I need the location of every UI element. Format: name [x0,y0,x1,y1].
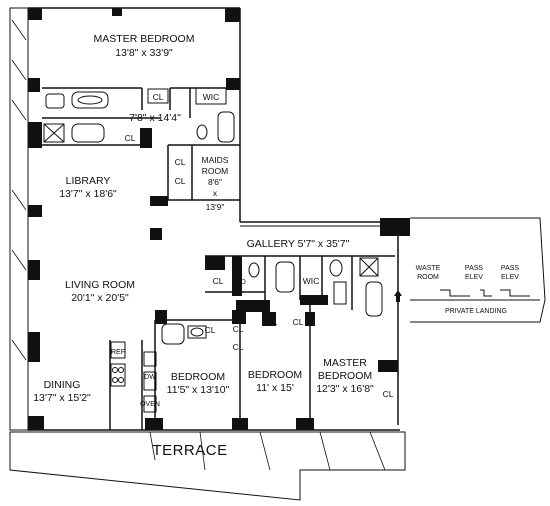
closet-label: CL [293,317,304,327]
bedroom-1-name: BEDROOM [171,371,225,383]
waste-room-label-2: ROOM [417,274,439,281]
room-labels: MASTER BEDROOM 13'8" x 33'9" 7'8" x 14'4… [33,33,374,404]
refrigerator-label: REF [111,349,125,356]
master-bedroom-1-dims: 13'8" x 33'9" [115,47,173,59]
closet-label: CL [205,325,216,335]
closet-label: CL [233,324,244,334]
terrace: TERRACE [9,431,406,501]
maids-room-line2: ROOM [202,166,228,176]
washer-dryer-label: WD [234,279,246,286]
terrace-label: TERRACE [152,442,227,459]
pass-elev-2-label-2: ELEV [501,274,519,281]
closet-label: CL [153,92,164,102]
interior-walls [28,8,410,430]
exterior-outline [9,7,546,431]
closet-label: CL [125,133,136,143]
oven-label: OVEN [140,401,160,408]
dressing-dims: 7'8" x 14'4" [129,112,181,124]
bedroom-2-name: BEDROOM [248,369,302,381]
closet-label: CL [267,317,278,327]
living-room-dims: 20'1" x 20'5" [71,292,129,304]
closet-label: CL [233,342,244,352]
closet-label: CL [175,157,186,167]
maids-room-line1: MAIDS [202,155,229,165]
dining-dims: 13'7" x 15'2" [33,392,91,404]
library-dims: 13'7" x 18'6" [59,188,117,200]
walk-in-closet-label: WIC [203,92,220,102]
dishwasher-label: DW [144,374,156,381]
bedroom-1-dims: 11'5" x 13'10" [167,384,230,396]
closet-label: CL [383,389,394,399]
maids-room-line3: 8'6" [208,177,222,187]
pass-elev-2-label-1: PASS [501,265,519,272]
dining-name: DINING [44,379,81,391]
library-name: LIBRARY [66,175,111,187]
maids-room-line4: x [213,188,218,198]
walk-in-closet-label: WIC [303,276,320,286]
bedroom-2-dims: 11' x 15' [256,382,294,394]
living-room-name: LIVING ROOM [65,279,135,291]
closet-label: CL [175,176,186,186]
master-bedroom-1-name: MASTER BEDROOM [94,33,195,45]
bath-fixtures [43,91,383,413]
closet-label: CL [213,276,224,286]
private-landing-label: PRIVATE LANDING [445,308,507,315]
entry-arrow-icon [394,290,402,302]
master-bedroom-2-name: MASTER [323,357,367,369]
master-bedroom-2-name2: BEDROOM [318,370,372,382]
private-landing: WASTE ROOM PASS ELEV PASS ELEV PRIVATE L… [394,265,540,315]
maids-room-line5: 13'9" [206,202,225,212]
gallery-name: GALLERY 5'7" x 35'7" [247,238,350,250]
master-bedroom-2-dims: 12'3" x 16'8" [316,383,374,395]
pass-elev-1-label-2: ELEV [465,274,483,281]
fixture-labels: CL WIC CL CL CL CL WD WIC CL CL CL CL CL… [111,87,394,408]
waste-room-label-1: WASTE [416,265,441,272]
pass-elev-1-label-1: PASS [465,265,483,272]
